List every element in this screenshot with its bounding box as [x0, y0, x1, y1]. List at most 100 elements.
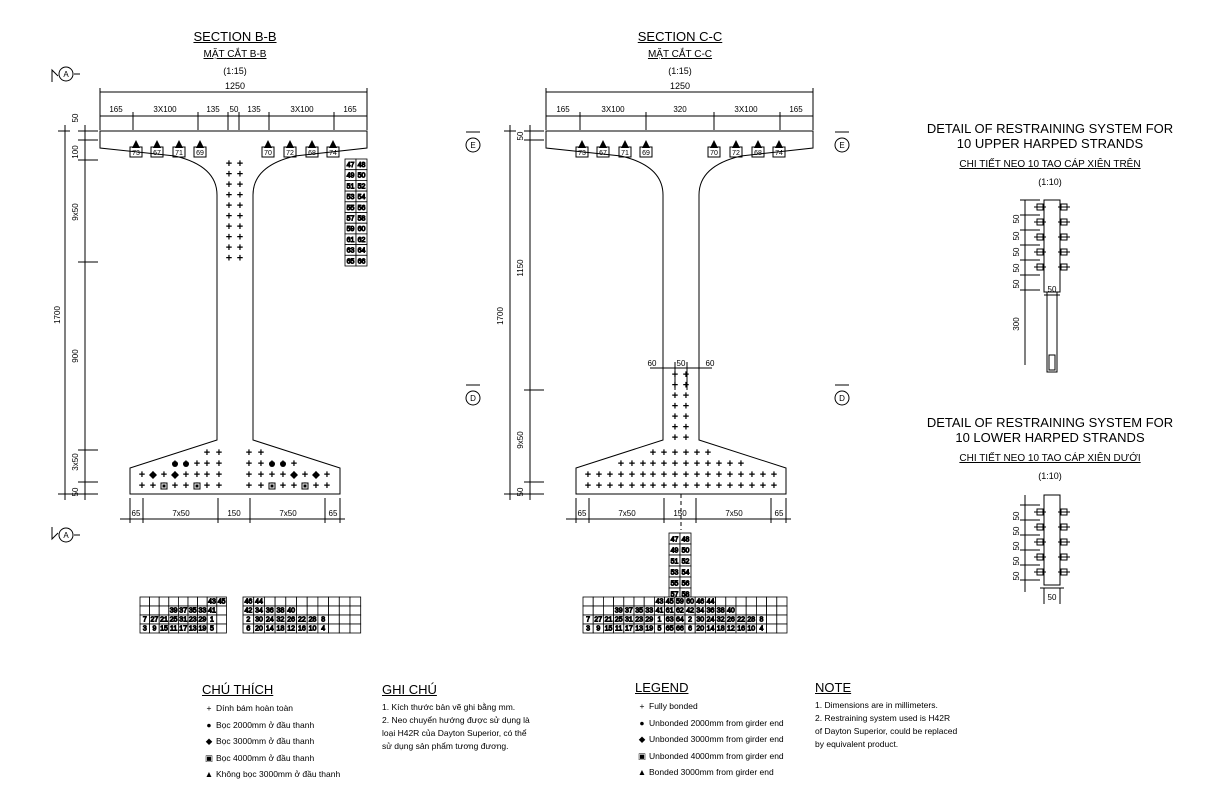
- plus-icon: +: [258, 469, 264, 481]
- table-cell: [349, 596, 362, 607]
- table-cell-text: 63: [666, 617, 674, 624]
- strand-label: 69: [196, 150, 204, 157]
- ghi-chu-heading: GHI CHÚ: [382, 682, 437, 697]
- plus-icon: +: [246, 469, 252, 481]
- strand-label-box: [575, 146, 589, 158]
- triangle-icon: [754, 140, 762, 148]
- filled-diamond-icon: ◆: [638, 734, 646, 744]
- note-line: by equivalent product.: [815, 739, 899, 749]
- chu-thich-list: +Dính bám hoàn toàn ●Bọc 2000mm ở đầu th…: [202, 700, 340, 783]
- table-cell-text: 46: [244, 599, 252, 606]
- section-marker-a-bottom: [51, 527, 80, 543]
- table-cell-text: 16: [737, 626, 745, 633]
- table-cell-text: 21: [160, 617, 168, 624]
- table-cell-text: 4: [321, 626, 325, 633]
- strand-label: 74: [329, 150, 337, 157]
- top-dim-label-bb: 165: [343, 105, 357, 114]
- plus-icon: +: [618, 480, 624, 492]
- boxed-square-icon: ▣: [637, 750, 647, 761]
- plus-icon: +: [672, 390, 678, 402]
- strand-label-box: [172, 146, 186, 158]
- legend-item: +Fully bonded: [635, 698, 784, 715]
- detail-upper-title-line1: DETAIL OF RESTRAINING SYSTEM FOR: [926, 121, 1174, 136]
- legend-item: ▣Unbonded 4000mm from girder end: [635, 748, 784, 765]
- table-cell: [306, 596, 319, 607]
- table-cell-text: 45: [218, 599, 226, 606]
- detail-upper-scale: (1:10): [1038, 177, 1062, 187]
- plus-icon: +: [683, 469, 689, 481]
- table-cell-text: 42: [244, 608, 252, 615]
- bottom-dim-label-bb: 65: [329, 509, 338, 518]
- plus-icon: +: [226, 253, 232, 265]
- plus-icon: +: [258, 447, 264, 459]
- triangle-icon: ▲: [637, 767, 647, 777]
- plus-icon: +: [313, 480, 319, 492]
- table-cell: [592, 596, 604, 607]
- chu-thich-block: CHÚ THÍCH +Dính bám hoàn toàn ●Bọc 2000m…: [202, 682, 340, 783]
- plus-icon: +: [683, 380, 689, 392]
- chu-thich-item: ▲Không bọc 3000mm ở đầu thanh: [202, 766, 340, 783]
- table-cell: [592, 605, 604, 616]
- plus-icon: +: [640, 469, 646, 481]
- table-cell-text: 7: [143, 617, 147, 624]
- plus-icon: +: [291, 480, 297, 492]
- table-cell: [306, 605, 319, 616]
- bottom-dim-label-bb: 7x50: [172, 509, 190, 518]
- bottom-dim-label-bb: 7x50: [279, 509, 297, 518]
- plus-icon: +: [204, 469, 210, 481]
- left-dim-label-bb: 3x50: [71, 453, 80, 471]
- left-dim-label-cc: 9x50: [516, 431, 525, 449]
- table-cell-text: 8: [760, 617, 764, 624]
- table-cell-text: 34: [696, 608, 704, 615]
- triangle-icon: [196, 140, 204, 148]
- table-cell: [633, 596, 645, 607]
- table-cell-text: 33: [645, 608, 653, 615]
- table-cell-text: 49: [671, 548, 679, 555]
- table-cell-text: 19: [199, 626, 207, 633]
- plus-icon: +: [716, 469, 722, 481]
- ghi-chu-lines: 1. Kích thước bản vẽ ghi bằng mm. 2. Neo…: [382, 701, 530, 753]
- table-cell-text: 55: [347, 205, 355, 212]
- filled-circle-icon: [183, 461, 189, 467]
- table-cell-text: 52: [358, 183, 366, 190]
- table-cell: [317, 605, 329, 616]
- table-cell-text: 38: [717, 608, 725, 615]
- table-cell-text: 4: [760, 626, 764, 633]
- plus-icon: +: [226, 190, 232, 202]
- detail-lower-drawing: [1020, 494, 1064, 604]
- strand-label-box: [618, 146, 632, 158]
- plus-icon: +: [727, 458, 733, 470]
- boxed-square-icon: [195, 484, 199, 488]
- triangle-icon: [621, 140, 629, 148]
- table-cell-text: 40: [727, 608, 735, 615]
- table-cell: [349, 623, 362, 634]
- plus-icon: +: [607, 469, 613, 481]
- top-dim-label-bb: 3X100: [290, 105, 314, 114]
- table-cell-text: 57: [671, 592, 679, 599]
- table-cell-text: 60: [358, 226, 366, 233]
- boxed-square-icon: [270, 484, 274, 488]
- boxed-square-icon: ▣: [204, 752, 214, 763]
- left-dim-label-bb: 9x50: [71, 203, 80, 221]
- table-cell-text: 56: [358, 205, 366, 212]
- detail-upper-title-line2: 10 UPPER HARPED STRANDS: [956, 136, 1144, 151]
- plus-icon: +: [629, 458, 635, 470]
- table-cell-text: 26: [287, 617, 295, 624]
- plus-icon: +: [694, 447, 700, 459]
- detail-upper-dim: 300: [1012, 317, 1021, 331]
- bottom-dim-label-cc: 65: [578, 509, 587, 518]
- ghi-chu-line: 2. Neo chuyển hướng được sử dụng là: [382, 715, 530, 725]
- table-cell-text: 22: [737, 617, 745, 624]
- ghi-chu-line: 1. Kích thước bản vẽ ghi bằng mm.: [382, 702, 516, 712]
- triangle-icon: [308, 140, 316, 148]
- table-cell-text: 15: [160, 626, 168, 633]
- detail-lower-dim: 50: [1012, 541, 1021, 550]
- plus-icon: +: [226, 211, 232, 223]
- plus-icon: +: [694, 469, 700, 481]
- plus-icon: +: [672, 469, 678, 481]
- table-cell: [735, 605, 747, 616]
- plus-icon: +: [183, 480, 189, 492]
- table-cell-text: 48: [358, 162, 366, 169]
